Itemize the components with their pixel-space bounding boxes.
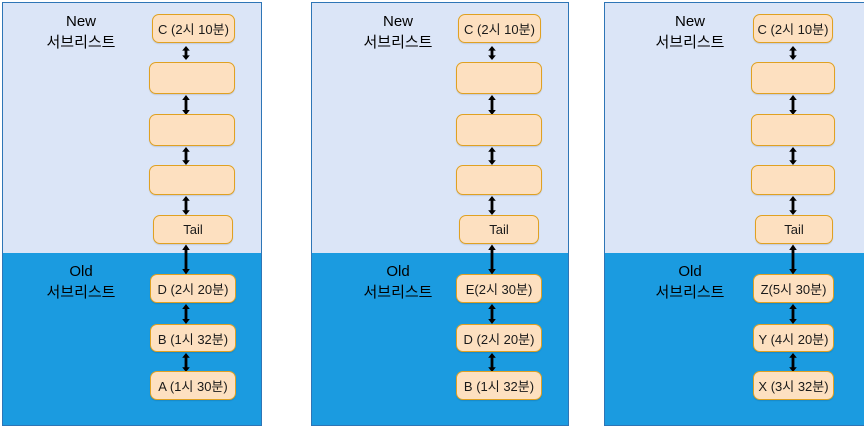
node-new-3[interactable] [149,165,235,195]
node-new-4[interactable]: Tail [755,215,833,244]
old-sublist-label: Old 서브리스트 [17,261,145,303]
sublist-panel-3: New 서브리스트 Old 서브리스트 C (2시 10분) Tail Z(5시… [604,2,864,426]
node-new-0[interactable]: C (2시 10분) [753,14,833,43]
new-sublist-label: New 서브리스트 [625,11,755,53]
connector-arrow [786,303,800,325]
node-new-0[interactable]: C (2시 10분) [152,14,235,43]
connector-arrow [786,195,800,216]
new-sublist-label: New 서브리스트 [328,11,468,53]
old-label-line1: Old [678,263,702,280]
connector-arrow [179,146,193,166]
old-label-line2: 서브리스트 [363,284,433,301]
node-new-3[interactable] [456,165,542,195]
new-label-line2: 서브리스트 [363,34,433,51]
old-label-line1: Old [386,263,410,280]
connector-arrow [485,146,499,166]
node-old-0[interactable]: D (2시 20분) [150,274,236,303]
connector-arrow [786,146,800,166]
connector-arrow [786,352,800,373]
node-old-2[interactable]: B (1시 32분) [456,371,542,400]
old-label-line1: Old [69,263,93,280]
new-label-line1: New [674,13,705,30]
sublist-panel-2: New 서브리스트 Old 서브리스트 C (2시 10분) Tail E(2시… [311,2,569,426]
node-old-1[interactable]: D (2시 20분) [456,324,542,352]
node-new-2[interactable] [456,114,542,146]
connector-arrow-boundary [179,244,193,275]
connector-arrow-boundary [485,244,499,275]
new-label-line1: New [382,13,413,30]
connector-arrow [179,45,193,61]
node-new-0[interactable]: C (2시 10분) [458,14,541,43]
connector-arrow [179,94,193,116]
connector-arrow [179,303,193,325]
sublist-panel-1: New 서브리스트 Old 서브리스트 C (2시 10분) Tail D (2… [2,2,262,426]
node-old-1[interactable]: B (1시 32분) [150,324,236,352]
old-label-line2: 서브리스트 [46,284,116,301]
node-old-0[interactable]: Z(5시 30분) [753,274,834,303]
connector-arrow [485,45,499,61]
new-label-line2: 서브리스트 [655,34,725,51]
node-new-1[interactable] [751,62,835,94]
connector-arrow [485,195,499,216]
node-new-4[interactable]: Tail [153,215,233,244]
new-label-line2: 서브리스트 [46,34,116,51]
new-label-line1: New [65,13,96,30]
connector-arrow [179,195,193,216]
node-old-1[interactable]: Y (4시 20분) [753,324,834,352]
connector-arrow [485,352,499,373]
connector-arrow [786,94,800,116]
node-new-3[interactable] [751,165,835,195]
node-new-2[interactable] [751,114,835,146]
node-old-2[interactable]: X (3시 32분) [753,371,834,400]
node-old-2[interactable]: A (1시 30분) [150,371,236,400]
connector-arrow [179,352,193,373]
connector-arrow [485,303,499,325]
node-new-4[interactable]: Tail [459,215,539,244]
connector-arrow-boundary [786,244,800,275]
old-sublist-label: Old 서브리스트 [328,261,468,303]
connector-arrow [485,94,499,116]
node-new-1[interactable] [456,62,542,94]
old-sublist-label: Old 서브리스트 [625,261,755,303]
new-sublist-label: New 서브리스트 [17,11,145,53]
node-new-2[interactable] [149,114,235,146]
connector-arrow [786,45,800,61]
old-label-line2: 서브리스트 [655,284,725,301]
node-new-1[interactable] [149,62,235,94]
node-old-0[interactable]: E(2시 30분) [456,274,542,303]
